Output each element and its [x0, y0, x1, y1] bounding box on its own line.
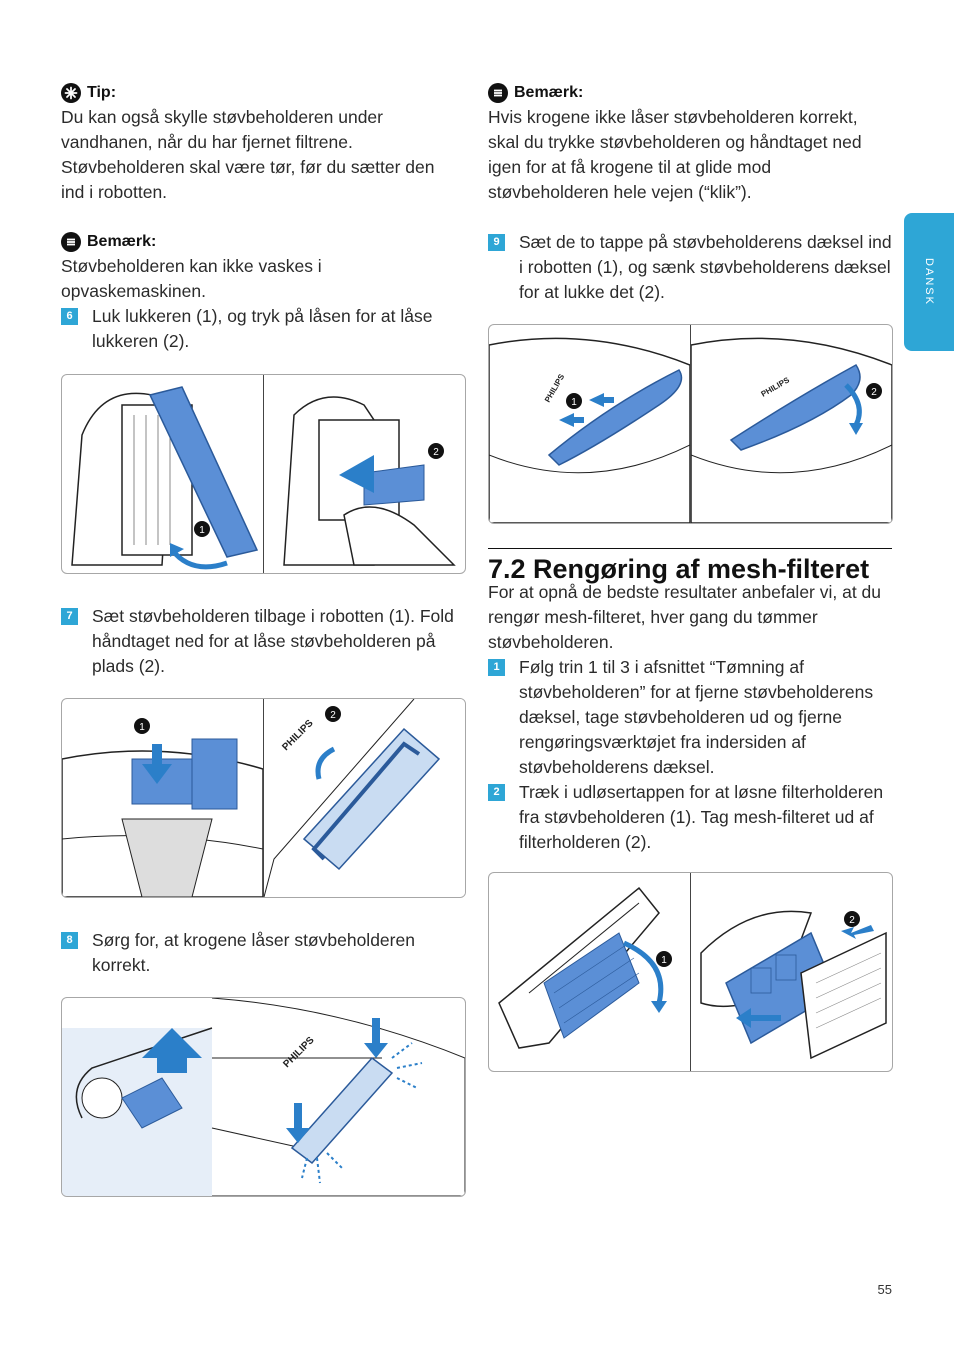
language-tab-label: DANSK [923, 258, 935, 306]
illustration-remove-mesh-filter: 2 [700, 910, 887, 1060]
note-text-right: Hvis krogene ikke låser støvbeholderen k… [488, 107, 862, 202]
note-heading-left: Bemærk: [61, 229, 456, 254]
step-number: 7 [61, 608, 78, 625]
badge-1: 1 [571, 397, 577, 408]
step-2: 2 Træk i udløsertappen for at løsne filt… [488, 780, 893, 855]
step-1: 1 Følg trin 1 til 3 i afsnittet “Tømning… [488, 655, 893, 780]
illustration-lock-shutter: 2 [283, 396, 456, 566]
note-block-right: Bemærk: Hvis krogene ikke låser støvbeho… [488, 80, 893, 205]
note-icon [61, 231, 81, 252]
tip-heading: Tip: [61, 80, 456, 105]
step-text: Sæt støvbeholderen tilbage i robotten (1… [92, 606, 454, 676]
step-number: 9 [488, 234, 505, 251]
step-text: Sæt de to tappe på støvbeholderens dækse… [519, 232, 892, 302]
step-number: 6 [61, 308, 78, 325]
badge-2: 2 [330, 710, 336, 721]
step-text: Træk i udløsertappen for at løsne filter… [519, 782, 884, 852]
tip-icon [61, 82, 81, 103]
step-number: 2 [488, 784, 505, 801]
note-icon [488, 82, 508, 103]
tip-text: Du kan også skylle støvbeholderen under … [61, 107, 435, 202]
illustration-insert-container: 1 [62, 718, 263, 897]
step-9: 9 Sæt de to tappe på støvbeholderens dæk… [488, 230, 893, 305]
figure-step-9: PHILIPS 1 PHILIPS 2 [488, 324, 893, 524]
step-8: 8 Sørg for, at krogene låser støvbeholde… [61, 928, 466, 978]
note-heading-label-right: Bemærk: [514, 84, 584, 101]
figure-step-8: PHILIPS [61, 997, 466, 1197]
page-number: 55 [877, 1282, 892, 1297]
section-title: 7.2 Rengøring af mesh-filteret [488, 548, 892, 589]
figure-step-7: 1 PHILIPS 2 [61, 698, 466, 898]
step-7-block: 7 Sæt støvbeholderen tilbage i robotten … [61, 604, 466, 679]
step-text: Luk lukkeren (1), og tryk på låsen for a… [92, 306, 433, 351]
illustration-insert-lid-tabs: PHILIPS 1 [489, 337, 690, 523]
badge-1: 1 [139, 722, 145, 733]
figure-step-6: 1 2 [61, 374, 466, 574]
note-block-left: Bemærk: Støvbeholderen kan ikke vaskes i… [61, 229, 456, 354]
step-text: Sørg for, at krogene låser støvbeholdere… [92, 930, 415, 975]
badge-1: 1 [199, 525, 205, 536]
illustration-fold-handle: PHILIPS 2 [264, 699, 465, 897]
brand-label: PHILIPS [281, 1035, 317, 1071]
section-intro: For at opnå de bedste resultater anbefal… [488, 582, 882, 652]
note-heading-label-left: Bemærk: [87, 233, 157, 250]
step-number: 8 [61, 932, 78, 949]
illustration-hooks-lock: PHILIPS [62, 998, 465, 1196]
illustration-release-filter-holder: 1 [498, 886, 672, 1049]
section-body: For at opnå de bedste resultater anbefal… [488, 580, 893, 855]
illustration-close-shutter: 1 [71, 386, 259, 570]
note-heading-right: Bemærk: [488, 80, 893, 105]
illustration-lower-lid: PHILIPS 2 [691, 337, 892, 523]
tip-block: Tip: Du kan også skylle støvbeholderen u… [61, 80, 456, 205]
step-6: 6 Luk lukkeren (1), og tryk på låsen for… [61, 304, 456, 354]
badge-2: 2 [849, 915, 855, 926]
step-number: 1 [488, 659, 505, 676]
figure-mesh-filter: 1 2 [488, 872, 893, 1072]
badge-2: 2 [871, 387, 877, 398]
badge-1: 1 [661, 955, 667, 966]
badge-2: 2 [433, 447, 439, 458]
tip-heading-label: Tip: [87, 84, 117, 101]
step-8-block: 8 Sørg for, at krogene låser støvbeholde… [61, 928, 466, 978]
language-tab: DANSK [904, 213, 954, 351]
note-text-left: Støvbeholderen kan ikke vaskes i opvaske… [61, 256, 322, 301]
step-9-block: 9 Sæt de to tappe på støvbeholderens dæk… [488, 230, 893, 305]
step-text: Følg trin 1 til 3 i afsnittet “Tømning a… [519, 657, 874, 777]
step-7: 7 Sæt støvbeholderen tilbage i robotten … [61, 604, 466, 679]
